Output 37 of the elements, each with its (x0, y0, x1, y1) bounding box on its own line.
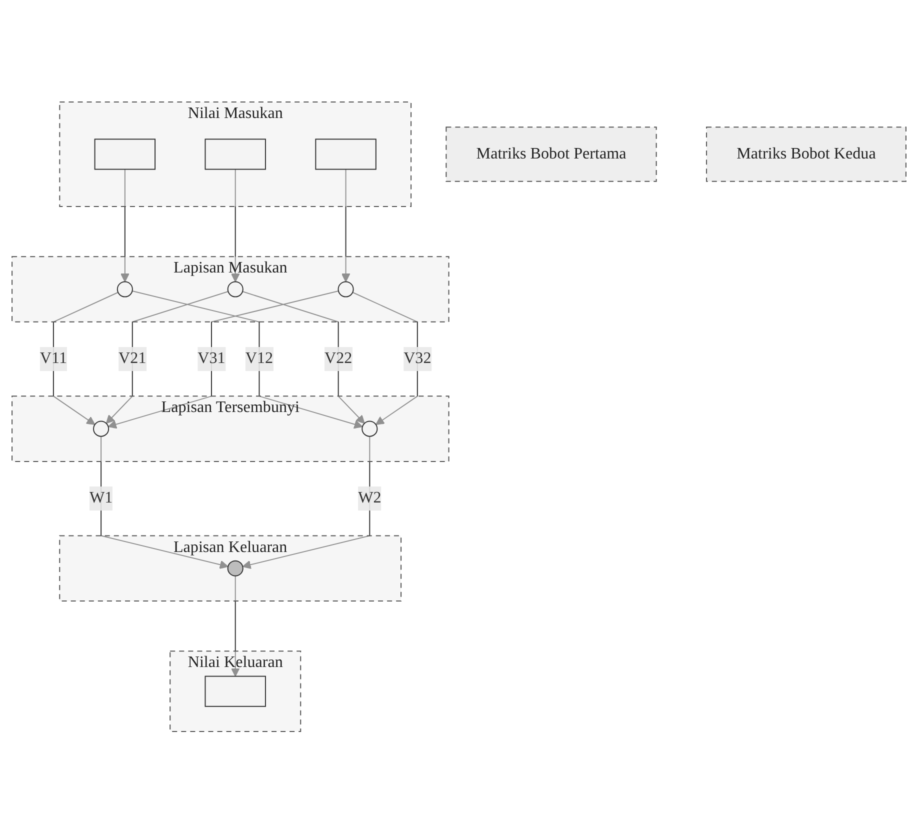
arrow (242, 436, 370, 570)
edge-label: V12 (245, 350, 274, 368)
node-box (204, 676, 266, 708)
edge-label: V31 (198, 350, 226, 368)
edge-label: V21 (118, 350, 146, 368)
node-box (204, 138, 266, 170)
cluster: Lapisan Tersembunyi (12, 396, 450, 462)
cluster: Nilai Keluaran (170, 650, 302, 732)
cluster: Lapisan Keluaran (59, 535, 402, 602)
node-box: Matriks Bobot Pertama (446, 126, 657, 182)
edge-label: V22 (324, 350, 352, 368)
arrow (120, 170, 130, 282)
arrow (242, 291, 365, 424)
node-circle (116, 281, 133, 298)
arrow (230, 170, 240, 282)
node-circle (338, 281, 354, 298)
node-circle (227, 560, 244, 577)
node-circle (227, 281, 244, 298)
node-box: Matriks Bobot Kedua (706, 126, 906, 182)
cluster: Nilai Masukan (59, 102, 412, 208)
node-circle (93, 421, 110, 438)
edge-label: W1 (89, 490, 113, 507)
node-box (315, 138, 376, 170)
arrow (52, 292, 118, 426)
cluster: Lapisan Masukan (12, 256, 450, 323)
arrow (100, 436, 228, 570)
arrow (341, 170, 350, 282)
arrow (230, 576, 240, 677)
edge-label: V11 (40, 350, 67, 368)
node-box (94, 138, 156, 170)
arrow (132, 290, 363, 429)
edge-label: W2 (358, 490, 382, 507)
node-circle (362, 421, 378, 438)
arrow (352, 292, 418, 426)
arrow (108, 290, 339, 429)
edge-label: V32 (404, 350, 432, 368)
arrow (106, 291, 228, 424)
